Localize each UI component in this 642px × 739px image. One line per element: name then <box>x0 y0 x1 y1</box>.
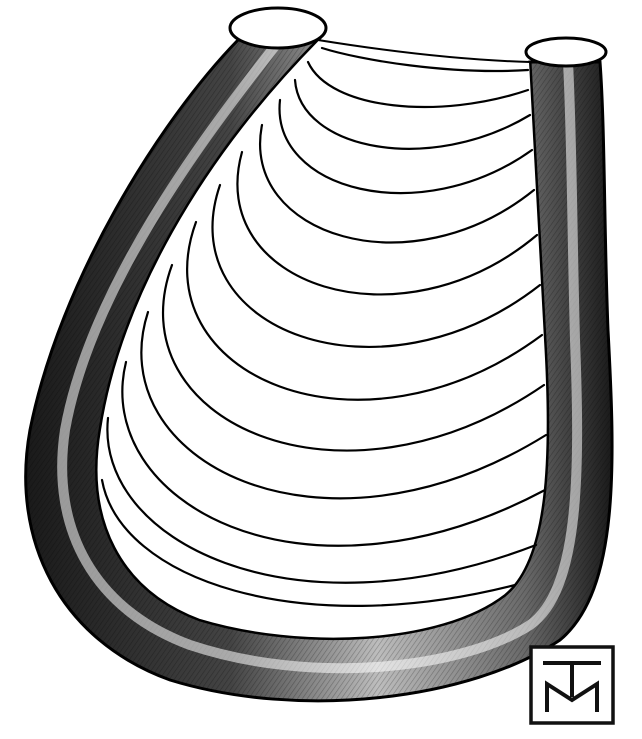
right-tube-opening <box>526 38 606 66</box>
left-tube-opening <box>230 8 326 48</box>
artist-monogram <box>531 647 613 723</box>
